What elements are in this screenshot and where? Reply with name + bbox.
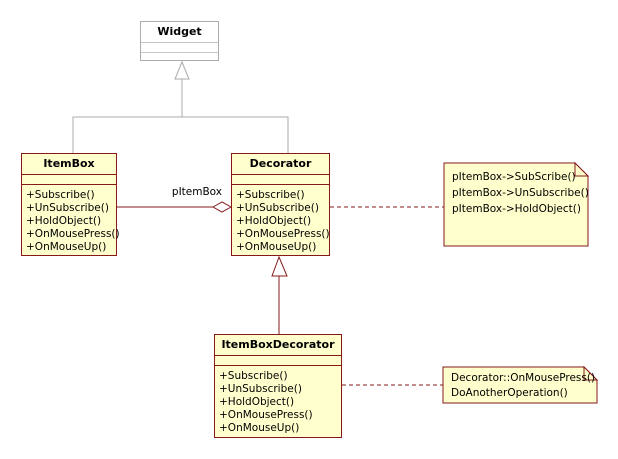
method-item: +OnMouseUp(): [219, 422, 300, 434]
note-line: DoAnotherOperation(): [451, 387, 568, 399]
method-item: +Subscribe(): [26, 189, 95, 201]
generalization-branch-line: [72, 116, 289, 153]
generalization-arrowhead-widget-icon: [174, 60, 190, 80]
class-decorator[interactable]: Decorator +Subscribe() +UnSubscribe() +H…: [231, 153, 330, 256]
class-widget-attributes-compartment: [141, 43, 218, 53]
method-item: +UnSubscribe(): [219, 383, 302, 395]
note-line: pItemBox->HoldObject(): [452, 203, 581, 215]
method-item: +OnMousePress(): [26, 228, 120, 240]
class-itemboxdecorator-methods-compartment: +Subscribe() +UnSubscribe() +HoldObject(…: [215, 366, 341, 435]
method-item: +UnSubscribe(): [26, 202, 109, 214]
class-decorator-title: Decorator: [232, 154, 329, 175]
aggregation-diamond-icon: [211, 201, 233, 213]
note-line: pItemBox->UnSubscribe(): [452, 187, 589, 199]
method-item: +HoldObject(): [219, 396, 295, 408]
note-itemboxdecorator[interactable]: Decorator::OnMousePress() DoAnotherOpera…: [443, 367, 597, 403]
method-item: +OnMousePress(): [236, 228, 330, 240]
class-itembox-title: ItemBox: [22, 154, 116, 175]
class-decorator-methods-compartment: +Subscribe() +UnSubscribe() +HoldObject(…: [232, 185, 330, 254]
method-item: +OnMousePress(): [219, 409, 313, 421]
class-itembox-attributes-compartment: [22, 175, 116, 185]
class-itemboxdecorator-attributes-compartment: [215, 356, 341, 366]
class-widget-title: Widget: [141, 22, 218, 43]
method-item: +OnMouseUp(): [236, 241, 317, 253]
generalization-arrowhead-decorator-icon: [271, 255, 288, 277]
class-itembox[interactable]: ItemBox +Subscribe() +UnSubscribe() +Hol…: [21, 153, 120, 256]
note-line: pItemBox->SubScribe(): [452, 171, 576, 183]
class-itembox-methods-compartment: +Subscribe() +UnSubscribe() +HoldObject(…: [22, 185, 120, 254]
method-item: +OnMouseUp(): [26, 241, 107, 253]
method-item: +HoldObject(): [26, 215, 102, 227]
method-item: +Subscribe(): [236, 189, 305, 201]
class-decorator-attributes-compartment: [232, 175, 329, 185]
class-widget[interactable]: Widget: [140, 21, 219, 61]
class-widget-methods-compartment: [141, 53, 218, 62]
note-line: Decorator::OnMousePress(): [451, 372, 596, 384]
class-itemboxdecorator[interactable]: ItemBoxDecorator +Subscribe() +UnSubscri…: [214, 334, 342, 438]
class-itemboxdecorator-title: ItemBoxDecorator: [215, 335, 341, 356]
aggregation-role-label: pItemBox: [171, 186, 222, 198]
note-decorator[interactable]: pItemBox->SubScribe() pItemBox->UnSubscr…: [444, 163, 589, 246]
method-item: +Subscribe(): [219, 370, 288, 382]
method-item: +UnSubscribe(): [236, 202, 319, 214]
method-item: +HoldObject(): [236, 215, 312, 227]
